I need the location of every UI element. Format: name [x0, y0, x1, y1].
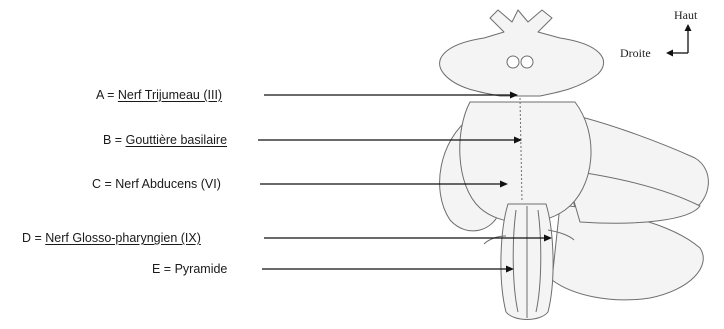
label-B: B = Gouttière basilaire [103, 133, 227, 147]
label-C-term: Nerf Abducens (VI) [115, 177, 221, 191]
orientation-arrow-up-head [685, 24, 692, 31]
orientation-arrow-left-head [666, 50, 673, 57]
label-A-prefix: A = [96, 88, 118, 102]
label-C-prefix: C = [92, 177, 115, 191]
label-E: E = Pyramide [152, 262, 227, 276]
label-C: C = Nerf Abducens (VI) [92, 177, 221, 191]
label-B-prefix: B = [103, 133, 126, 147]
label-A: A = Nerf Trijumeau (III) [96, 88, 222, 102]
label-A-term: Nerf Trijumeau (III) [118, 88, 222, 102]
label-D: D = Nerf Glosso-pharyngien (IX) [22, 231, 201, 245]
label-B-term: Gouttière basilaire [126, 133, 227, 147]
label-E-term: Pyramide [175, 262, 228, 276]
label-D-prefix: D = [22, 231, 45, 245]
label-E-prefix: E = [152, 262, 175, 276]
mammillary-right [521, 56, 533, 68]
orientation-up-label: Haut [674, 8, 697, 23]
chiasm [440, 10, 604, 96]
label-D-term: Nerf Glosso-pharyngien (IX) [45, 231, 201, 245]
mammillary-left [507, 56, 519, 68]
orientation-right-label: Droite [620, 46, 651, 61]
